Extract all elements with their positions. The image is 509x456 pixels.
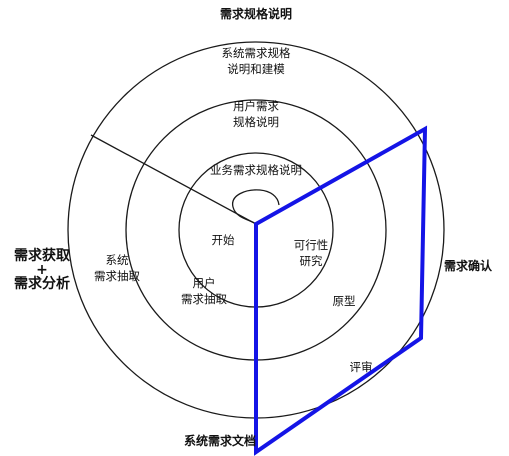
feasibility-line2: 研究: [300, 254, 323, 268]
left-quadrant-plus: +: [36, 262, 48, 278]
user-elicitation-line1: 用户: [193, 276, 216, 290]
center-start: 开始: [212, 233, 235, 247]
validation-highlight: [254, 125, 428, 456]
outer-ring-top-line2: 说明和建模: [227, 62, 285, 76]
user-elicitation-line2: 需求抽取: [181, 292, 227, 306]
outer-ring-top-line1: 系统需求规格: [222, 46, 291, 60]
left-quadrant-line2: 需求分析: [14, 275, 70, 292]
review-label: 评审: [350, 360, 373, 374]
feasibility-line1: 可行性: [294, 238, 329, 252]
right-quadrant-label: 需求确认: [444, 258, 493, 273]
spiral-start: [232, 189, 280, 225]
middle-ring-top-line1: 用户需求: [233, 99, 279, 113]
system-elicitation-line2: 需求抽取: [94, 269, 140, 283]
left-quadrant-line1: 需求获取: [14, 247, 71, 264]
system-elicitation-line1: 系统: [106, 253, 129, 267]
bottom-title: 系统需求文档: [184, 433, 256, 448]
prototype-label: 原型: [333, 294, 356, 308]
middle-ring-top-line2: 规格说明: [233, 115, 279, 129]
top-title: 需求规格说明: [220, 6, 292, 21]
divider-left: [90, 134, 257, 225]
inner-ring-top: 业务需求规格说明: [210, 163, 302, 177]
